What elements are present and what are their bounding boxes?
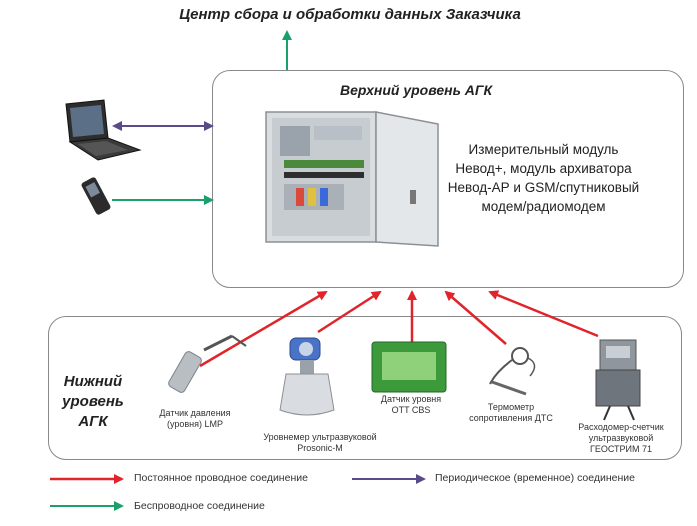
legend-permanent-label: Постоянное проводное соединение	[134, 472, 308, 484]
laptop-icon	[65, 99, 142, 161]
module-line: Невод+, модуль архиватора	[455, 161, 632, 176]
level-meter-connection	[317, 290, 382, 334]
lower-title-line: АГК	[78, 413, 108, 430]
lower-title-line: уровень	[62, 393, 124, 410]
upper-level-title: Верхний уровень АГК	[340, 82, 493, 98]
pressure-sensor-icon	[168, 334, 247, 393]
device-label-line: ультразвуковой	[588, 433, 654, 443]
level-sensor-icon	[371, 341, 447, 393]
lower-level-box	[48, 316, 682, 460]
thermometer-connection	[444, 290, 507, 345]
device-label-line: (уровня) LMP	[166, 419, 224, 429]
device-label-line: Расходомер-счетчик	[578, 422, 664, 432]
module-line: модем/радиомодем	[481, 199, 606, 214]
device-label-line: сопротивления ДТС	[469, 413, 553, 423]
flowmeter-icon	[595, 339, 641, 421]
device-label-flowmeter: Расходомер-счетчик ультразвуковой ГЕОСТР…	[566, 422, 676, 455]
lower-title-line: Нижний	[63, 373, 123, 390]
module-line: Невод-АР и GSM/спутниковый	[447, 180, 640, 195]
module-description: Измерительный модуль Невод+, модуль архи…	[436, 140, 651, 216]
device-label-line: OTT CBS	[391, 405, 431, 415]
device-label-line: Датчик давления	[159, 408, 231, 418]
thermometer-icon	[489, 347, 536, 396]
pressure-sensor-connection	[199, 290, 328, 368]
legend-wireless-label: Беспроводное соединение	[134, 500, 265, 512]
device-label-line: Prosonic-M	[297, 443, 343, 453]
mobile-phone-icon	[81, 177, 111, 215]
device-label-level-meter: Уровнемер ультразвуковой Prosonic-M	[250, 432, 390, 454]
device-label-level-sensor: Датчик уровня OTT CBS	[366, 394, 456, 416]
module-line: Измерительный модуль	[468, 142, 619, 157]
header-title: Центр сбора и обработки данных Заказчика	[179, 6, 521, 23]
ultrasonic-level-meter-icon	[279, 337, 335, 416]
cabinet-icon	[265, 111, 439, 247]
device-label-line: Уровнемер ультразвуковой	[263, 432, 377, 442]
legend-periodic-label: Периодическое (временное) соединение	[435, 472, 636, 484]
lower-level-title: Нижний уровень АГК	[58, 372, 128, 432]
device-label-line: Датчик уровня	[380, 394, 442, 404]
device-label-line: Термометр	[487, 402, 535, 412]
device-label-line: ГЕОСТРИМ 71	[589, 444, 653, 454]
flowmeter-connection	[488, 290, 599, 338]
device-label-thermometer: Термометр сопротивления ДТС	[456, 402, 566, 424]
laptop-arrowhead	[112, 121, 122, 131]
device-label-pressure-sensor: Датчик давления (уровня) LMP	[140, 408, 250, 430]
